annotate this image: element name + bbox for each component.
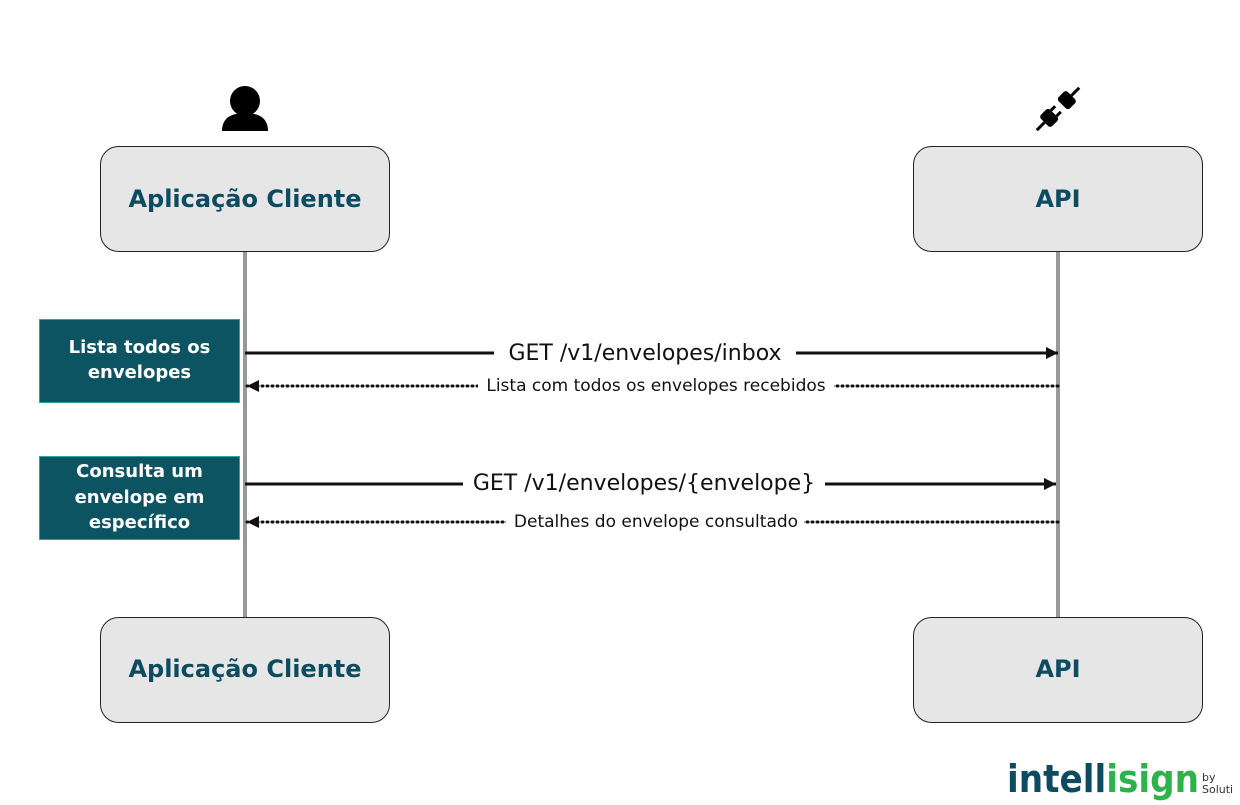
message-response-label: Lista com todos os envelopes recebidos [486, 376, 825, 396]
participant-api-bottom: API [913, 617, 1203, 723]
participant-api-top: API [913, 146, 1203, 252]
message-response-label: Detalhes do envelope consultado [514, 512, 798, 532]
logo-suffix: isign [1106, 757, 1199, 801]
participant-client-top: Aplicação Cliente [100, 146, 390, 252]
participant-client-label: Aplicação Cliente [128, 655, 361, 683]
message-response-envelope: Detalhes do envelope consultado [245, 508, 1060, 534]
intellisign-logo: intellisign by Soluti [1007, 757, 1233, 801]
logo-company: Soluti [1202, 783, 1233, 796]
message-response-inbox: Lista com todos os envelopes recebidos [245, 372, 1060, 398]
plug-icon [1035, 86, 1081, 132]
message-request-inbox: GET /v1/envelopes/inbox [245, 336, 1058, 368]
note-line: Consulta um [76, 461, 203, 482]
logo-by: by [1202, 771, 1216, 784]
note-line: envelope em [75, 487, 205, 508]
note-line: específico [89, 512, 190, 533]
logo-prefix: intell [1007, 757, 1106, 801]
message-request-envelope: GET /v1/envelopes/{envelope} [245, 467, 1056, 499]
participant-api-label: API [1035, 185, 1080, 213]
note-line: envelopes [88, 362, 191, 383]
message-request-label: GET /v1/envelopes/{envelope} [473, 471, 815, 496]
note-query-one: Consulta um envelope em específico [39, 456, 240, 540]
participant-client-label: Aplicação Cliente [128, 185, 361, 213]
message-request-label: GET /v1/envelopes/inbox [508, 341, 781, 366]
participant-api-label: API [1035, 655, 1080, 683]
note-line: Lista todos os [69, 337, 211, 358]
note-list-all: Lista todos os envelopes [39, 319, 240, 403]
user-icon [222, 86, 268, 131]
svg-text:intellisign: intellisign [1007, 757, 1199, 801]
participant-client-bottom: Aplicação Cliente [100, 617, 390, 723]
